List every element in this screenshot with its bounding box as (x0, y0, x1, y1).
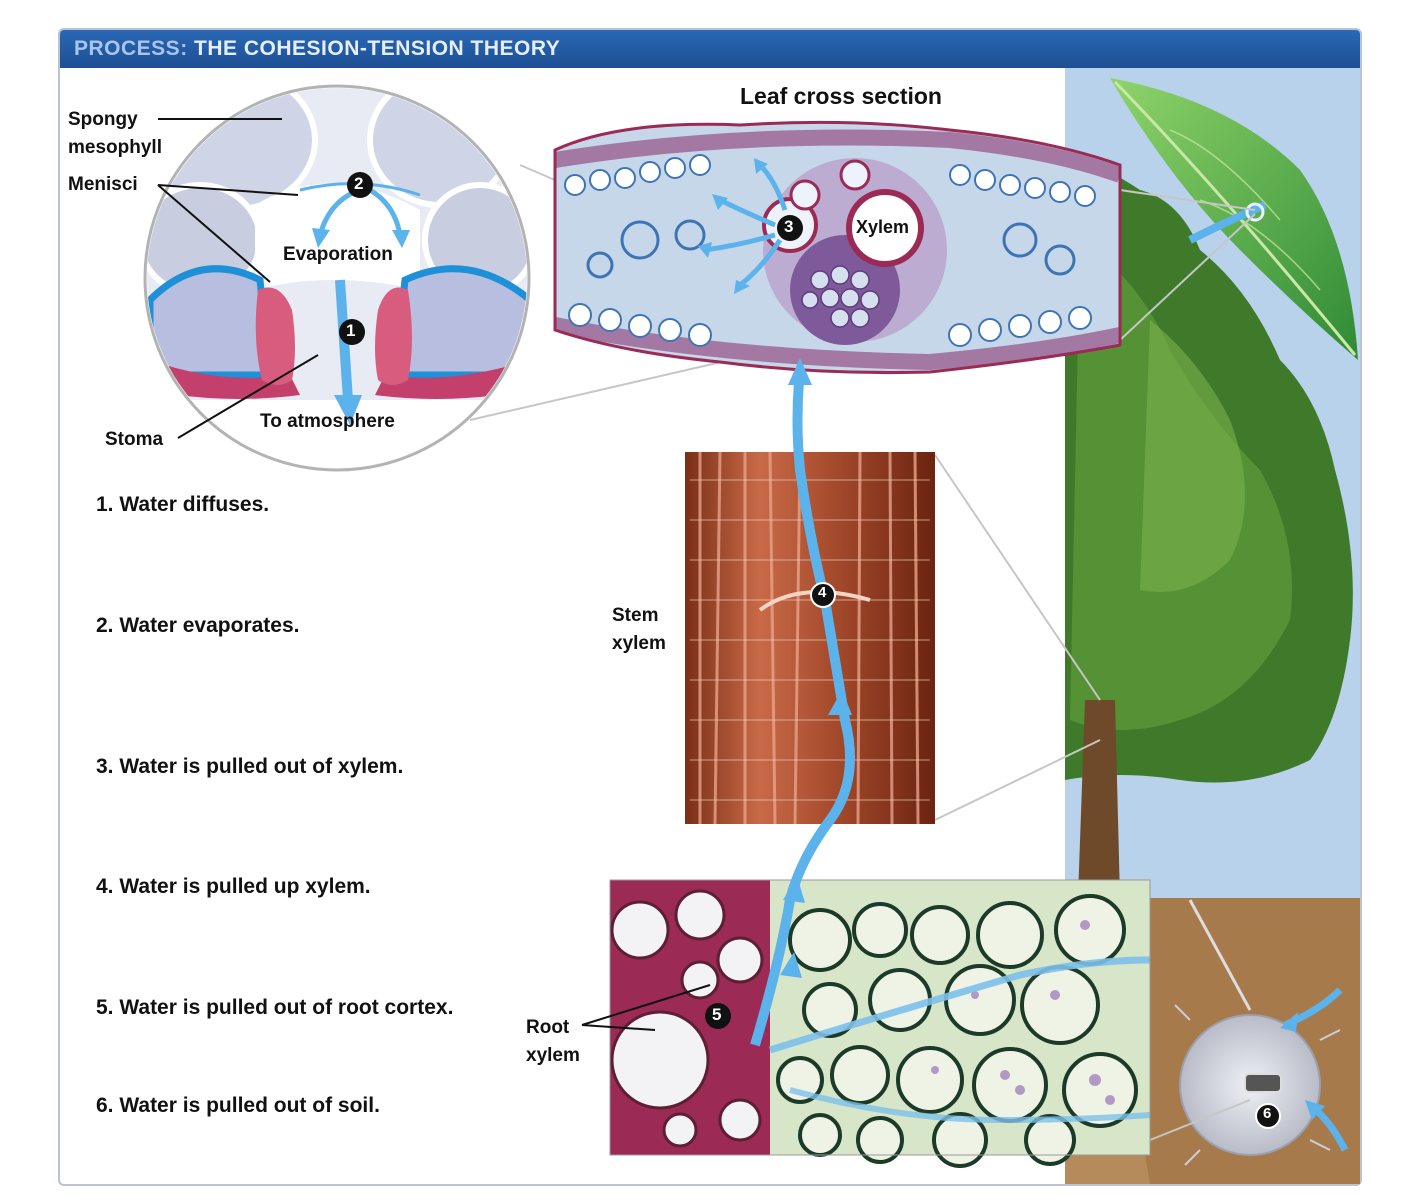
label-to-atmosphere: To atmosphere (260, 411, 395, 432)
label-root-xylem: xylem (526, 1045, 580, 1066)
label-spongy: Spongy (68, 109, 138, 130)
leaf-cross-section (553, 120, 1122, 375)
step-2: 2. Water evaporates. (96, 614, 300, 637)
tree-trunk (1078, 700, 1120, 898)
marker-6: 6 (1263, 1105, 1272, 1122)
title-bar: PROCESS: THE COHESION-TENSION THEORY (60, 30, 1360, 68)
marker-1: 1 (346, 321, 356, 340)
step-5: 5. Water is pulled out of root cortex. (96, 996, 454, 1019)
marker-3: 3 (784, 217, 794, 236)
step-1: 1. Water diffuses. (96, 493, 270, 516)
root-xylem-micrograph (609, 879, 1151, 1168)
label-root: Root (526, 1017, 570, 1038)
label-stoma: Stoma (105, 429, 164, 450)
label-xylem: Xylem (856, 217, 910, 237)
title-prefix: PROCESS: (74, 37, 188, 60)
label-menisci: Menisci (68, 174, 138, 195)
marker-2: 2 (354, 174, 364, 193)
figure-title: PROCESS: THE COHESION-TENSION THEORY (74, 37, 560, 61)
label-stem: Stem (612, 605, 659, 626)
step-3: 3. Water is pulled out of xylem. (96, 755, 404, 778)
marker-5: 5 (712, 1005, 722, 1024)
title-text: THE COHESION-TENSION THEORY (194, 37, 561, 60)
label-stem-xylem: xylem (612, 633, 666, 654)
leader-lines (157, 118, 711, 1031)
zoom-guide-lines (469, 164, 1256, 1141)
step-4: 4. Water is pulled up xylem. (96, 875, 371, 898)
root-hair-cell (1174, 899, 1349, 1166)
label-leaf-cross-section: Leaf cross section (740, 83, 942, 109)
label-mesophyll: mesophyll (68, 137, 162, 158)
step-6: 6. Water is pulled out of soil. (96, 1094, 380, 1117)
water-transport-arrow (750, 358, 855, 1047)
label-evaporation: Evaporation (283, 244, 393, 265)
marker-4: 4 (818, 584, 827, 601)
step-markers (339, 172, 1281, 1129)
